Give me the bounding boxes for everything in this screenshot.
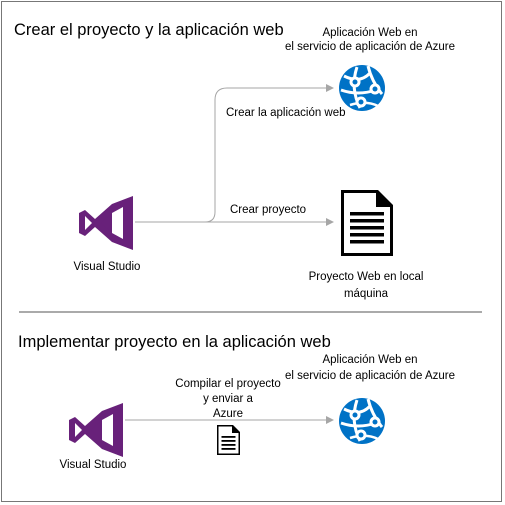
azure-label-line1: Aplicación Web en — [322, 27, 418, 39]
deploy-label-line1: Compilar el proyecto — [175, 378, 281, 390]
azure-label-line1: Aplicación Web en — [322, 354, 418, 366]
visual-studio-icon — [79, 196, 133, 250]
visual-studio-label: Visual Studio — [59, 459, 127, 471]
section2-title: Implementar proyecto en la aplicación we… — [18, 333, 331, 351]
azure-webapp-icon — [337, 63, 387, 113]
create-webapp-label: Crear la aplicación web — [226, 107, 346, 119]
visual-studio-icon — [69, 403, 123, 457]
azure-label-line2: el servicio de aplicación de Azure — [284, 370, 456, 382]
package-document-icon — [217, 425, 240, 455]
section1-title: Crear el proyecto y la aplicación web — [14, 21, 284, 39]
local-project-label-line2: máquina — [343, 288, 389, 300]
deploy-label-line2: y enviar a — [203, 393, 253, 405]
create-webapp-arrow — [135, 84, 334, 223]
deploy-label-line3: Azure — [212, 408, 244, 420]
azure-label-line2: el servicio de aplicación de Azure — [284, 41, 456, 53]
azure-webapp-icon — [337, 396, 387, 446]
visual-studio-label: Visual Studio — [73, 261, 141, 273]
document-icon — [341, 190, 393, 256]
create-project-label: Crear proyecto — [230, 204, 307, 216]
local-project-label-line1: Proyecto Web en local — [308, 271, 424, 283]
